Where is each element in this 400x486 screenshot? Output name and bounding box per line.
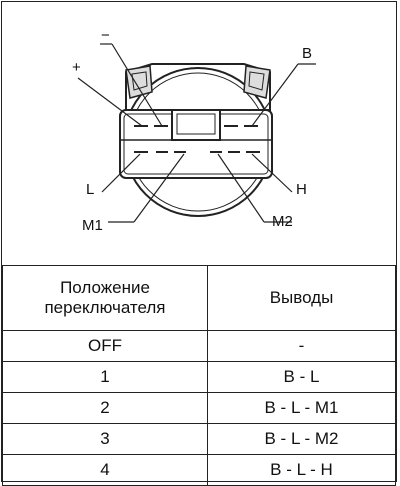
cell-position: 1 bbox=[2, 361, 208, 393]
cell-terminals: B - L bbox=[207, 361, 396, 393]
table-row: 2 B - L - M1 bbox=[2, 392, 396, 424]
label-m1: M1 bbox=[82, 217, 103, 234]
label-plus: + bbox=[72, 59, 81, 76]
header-position-line1: Положение bbox=[60, 278, 150, 297]
table-header-row: Положение переключателя Выводы bbox=[2, 265, 396, 331]
leader-h bbox=[251, 153, 293, 193]
label-m2: M2 bbox=[272, 213, 293, 230]
leader-m1 bbox=[133, 153, 185, 223]
cell-terminals: - bbox=[207, 330, 396, 362]
cell-terminals: B - L - M2 bbox=[207, 423, 396, 455]
cell-position: 2 bbox=[2, 392, 208, 424]
left-ear bbox=[125, 65, 153, 99]
table-row: 1 B - L bbox=[2, 361, 396, 393]
table-row: 3 B - L - M2 bbox=[2, 423, 396, 455]
leader-m2 bbox=[217, 153, 265, 223]
right-ear bbox=[243, 65, 271, 99]
table-row: 4 B - L - H bbox=[2, 454, 396, 486]
header-position-line2: переключателя bbox=[44, 298, 166, 317]
leader-b bbox=[251, 63, 299, 127]
switch-drawing bbox=[77, 43, 316, 223]
label-h: H bbox=[296, 181, 307, 198]
leader-plus bbox=[77, 77, 143, 127]
cell-terminals: B - L - H bbox=[207, 454, 396, 486]
table-row: OFF - bbox=[2, 330, 396, 362]
label-l: L bbox=[86, 181, 95, 198]
cell-terminals: B - L - M1 bbox=[207, 392, 396, 424]
leader-minus bbox=[111, 43, 163, 127]
header-terminals: Выводы bbox=[207, 265, 396, 331]
cell-position: 4 bbox=[2, 454, 208, 486]
label-minus: − bbox=[101, 27, 110, 44]
cell-position: 3 bbox=[2, 423, 208, 455]
leader-l bbox=[101, 153, 141, 193]
header-position: Положение переключателя bbox=[2, 265, 208, 331]
label-b: B bbox=[302, 45, 313, 62]
switch-position-table: Положение переключателя Выводы OFF - 1 B… bbox=[2, 265, 396, 486]
cell-position: OFF bbox=[2, 330, 208, 362]
switch-diagram: − + B L H M1 M2 bbox=[2, 2, 396, 264]
